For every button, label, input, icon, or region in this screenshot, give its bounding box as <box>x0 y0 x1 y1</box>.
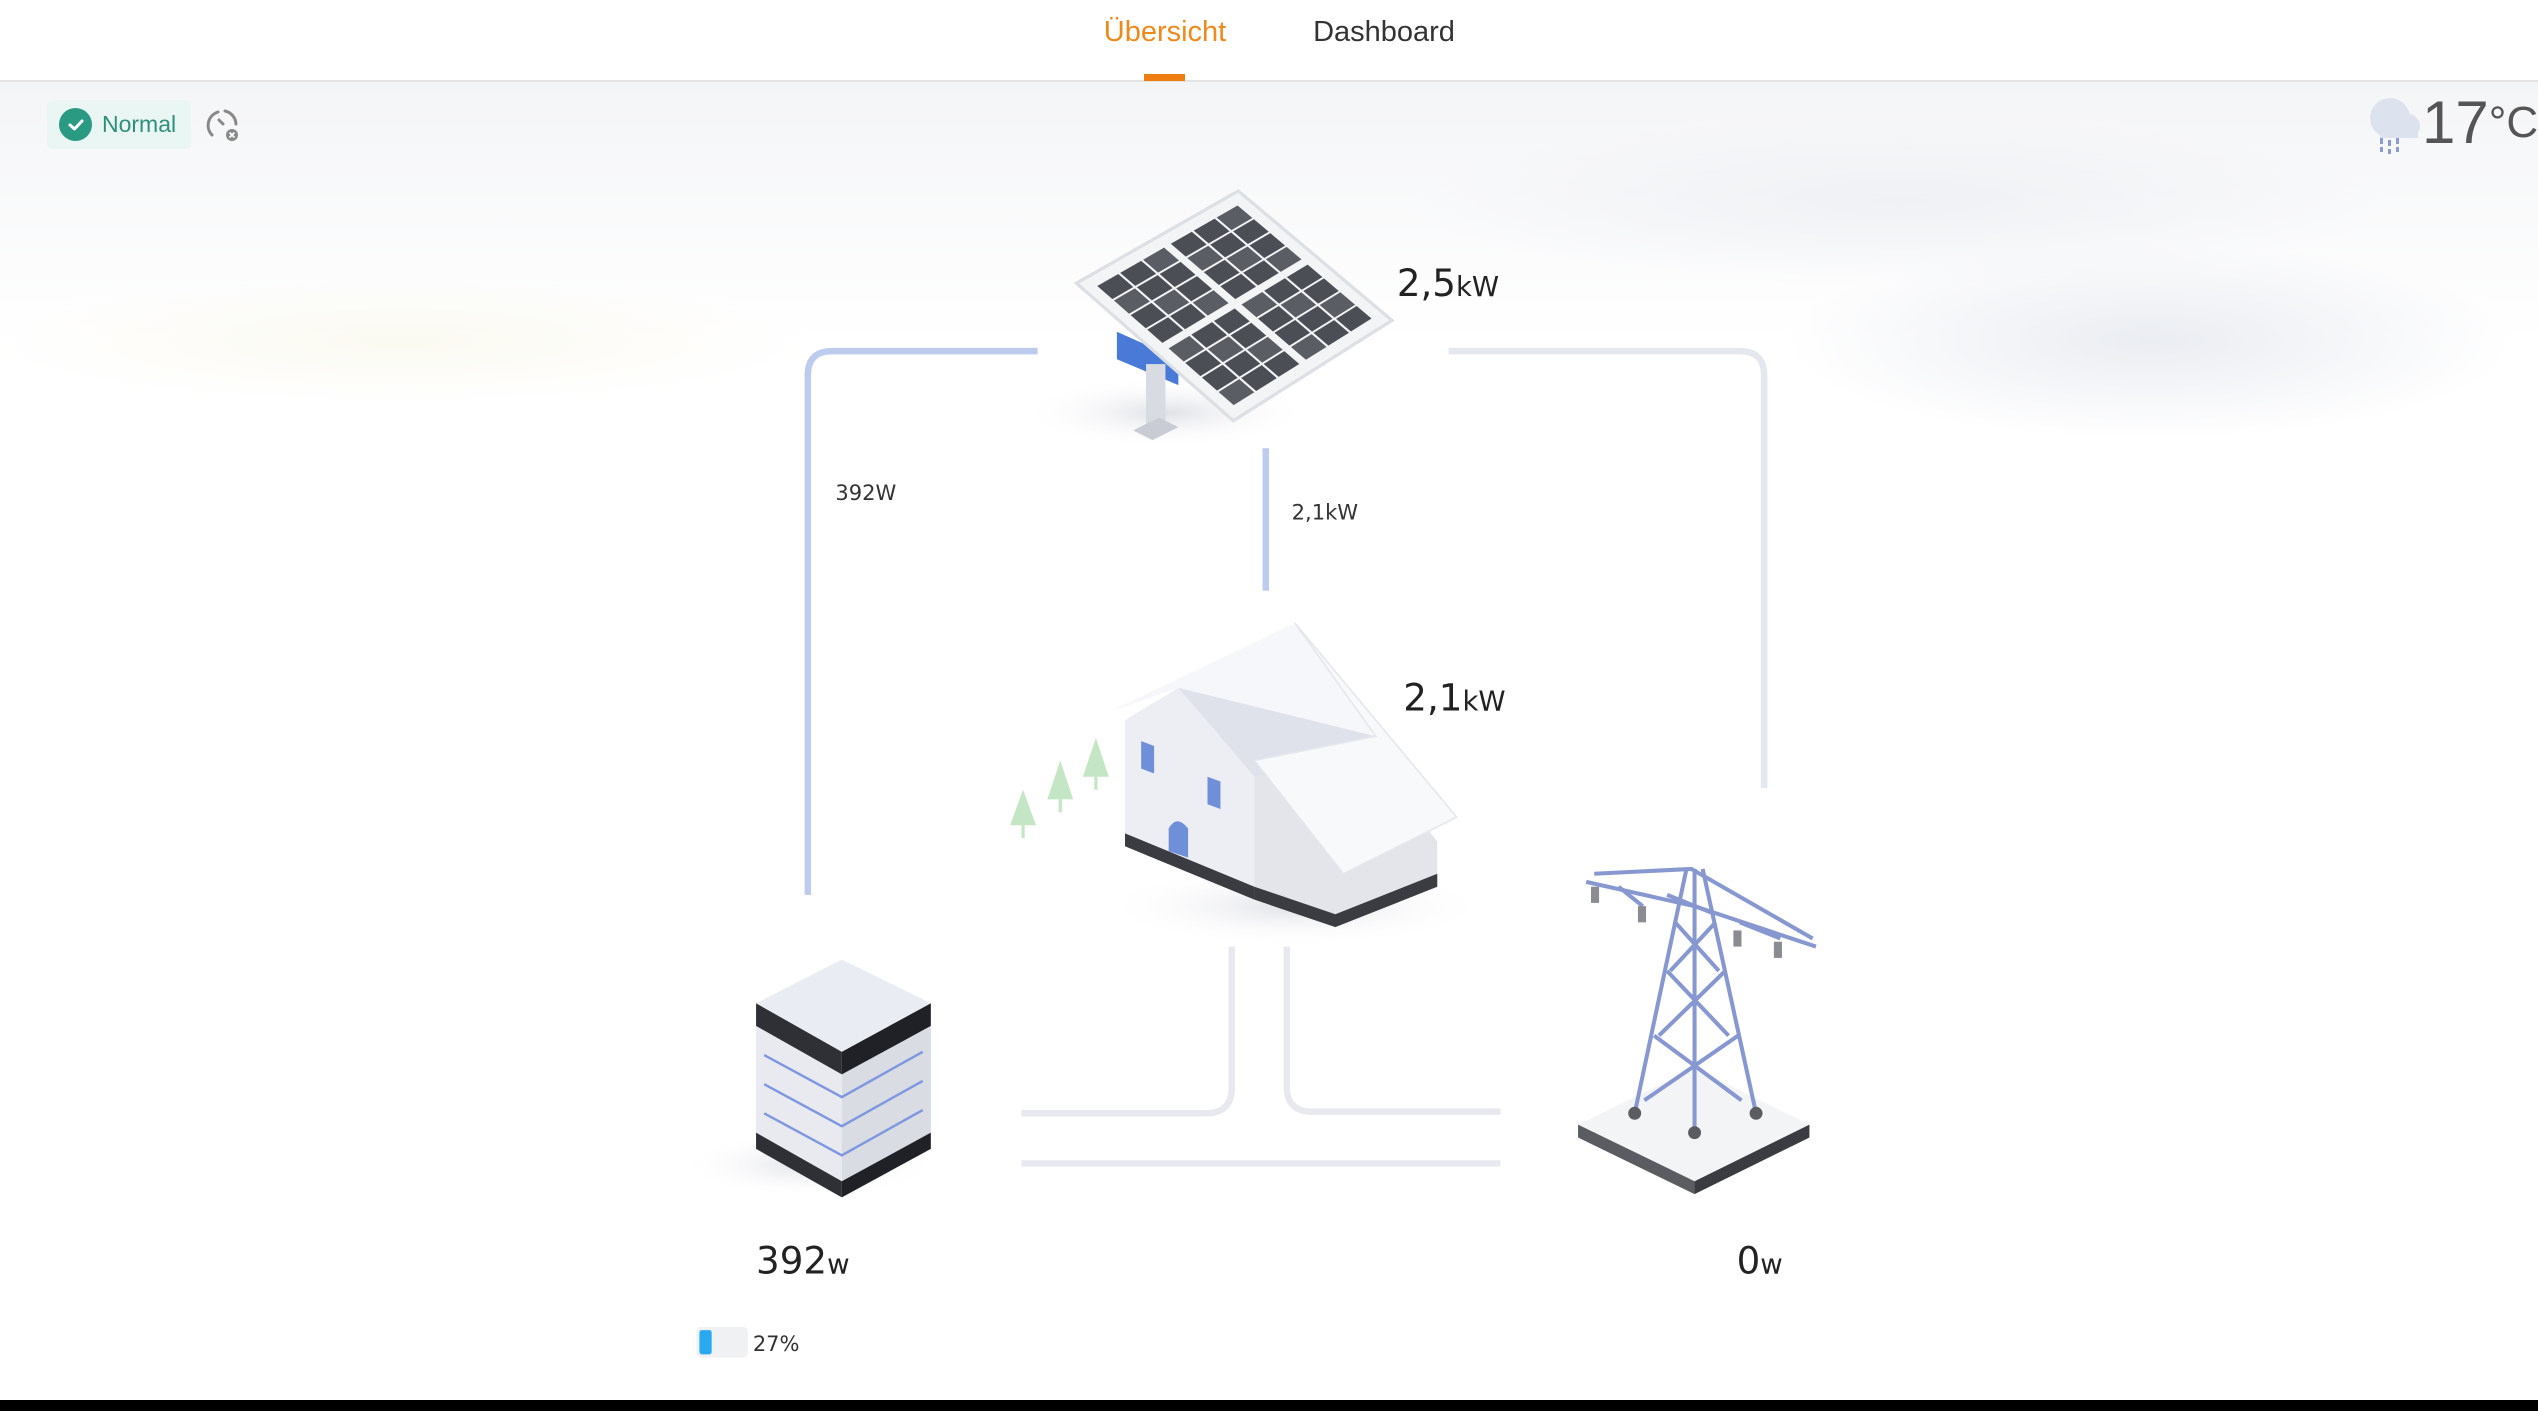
solar-cell <box>1113 288 1150 314</box>
solar-cell <box>1130 302 1167 329</box>
status-badge[interactable]: Normal <box>47 100 191 149</box>
solar-cell <box>1176 276 1213 302</box>
check-circle-icon <box>59 108 92 141</box>
status-label: Normal <box>102 111 177 137</box>
solar-cell <box>1187 245 1224 271</box>
solar-cell <box>1153 289 1190 315</box>
solar-cell <box>1224 350 1261 377</box>
flow-line-solar-grid <box>1448 347 1768 789</box>
solar-cell <box>1249 233 1286 258</box>
flow-line-solar-battery <box>804 347 1038 895</box>
solar-cell <box>1280 292 1317 318</box>
solar-cell <box>1226 246 1263 272</box>
solar-cell <box>1214 308 1250 334</box>
solar-cell <box>1218 379 1255 406</box>
solar-cell <box>1313 320 1350 346</box>
solar-cell <box>1290 334 1327 360</box>
solar-cell <box>1241 291 1278 318</box>
solar-power-value: 2,5kW <box>1397 261 1499 305</box>
solar-cell <box>1143 247 1180 273</box>
solar-cell <box>1159 261 1196 287</box>
grid-power-value: 0w <box>1737 1238 1783 1282</box>
solar-cell <box>1220 273 1257 300</box>
solar-cell <box>1203 259 1240 285</box>
solar-cell <box>1201 364 1238 391</box>
solar-cell <box>1263 351 1300 377</box>
solar-cell <box>1274 320 1311 346</box>
power-pylon-icon <box>1578 866 1817 1195</box>
solar-cell <box>1303 278 1339 304</box>
solar-cell <box>1136 275 1173 301</box>
sync-off-icon[interactable] <box>206 108 240 142</box>
solar-cell <box>1247 336 1283 363</box>
solar-cell <box>1191 322 1228 348</box>
solar-cell <box>1336 306 1372 332</box>
flow-line-house-battery <box>1021 946 1236 1117</box>
solar-cell <box>1264 278 1300 304</box>
rain-cloud-icon <box>2370 98 2420 154</box>
battery-soc-bar <box>696 1326 748 1358</box>
solar-cell <box>1147 317 1184 343</box>
solar-cell <box>1241 365 1277 392</box>
top-nav: Übersicht Dashboard <box>0 0 2538 82</box>
weather-widget <box>2360 90 2530 160</box>
solar-panel-icon <box>1019 188 1395 449</box>
tab-dashboard[interactable]: Dashboard <box>1313 16 1455 48</box>
solar-cell <box>1243 260 1279 286</box>
battery-icon <box>680 959 939 1198</box>
solar-cell <box>1185 350 1222 377</box>
solar-cell <box>1120 260 1157 286</box>
solar-cell <box>1257 305 1294 332</box>
solar-cell <box>1210 232 1246 258</box>
house-icon <box>1010 622 1490 947</box>
solar-cell <box>1170 303 1206 330</box>
flow-line-house-grid <box>1283 946 1501 1115</box>
solar-cell <box>1192 290 1229 316</box>
active-tab-indicator <box>1144 74 1185 81</box>
flow-label-solar-battery: 392W <box>835 480 896 505</box>
solar-cell <box>1286 264 1323 290</box>
house-power-value: 2,1kW <box>1403 675 1505 719</box>
solar-cell <box>1297 306 1333 332</box>
battery-power-value: 392w <box>756 1238 850 1282</box>
temperature: 17°C <box>2422 89 2538 156</box>
solar-cell <box>1230 322 1267 349</box>
solar-cell <box>1265 246 1302 272</box>
flow-label-solar-house: 2,1kW <box>1292 499 1359 524</box>
solar-cell <box>1097 273 1134 300</box>
solar-cell <box>1168 335 1205 362</box>
solar-cell <box>1216 205 1253 231</box>
bottom-bar <box>0 1400 2538 1411</box>
solar-cell <box>1319 292 1356 318</box>
solar-cell <box>1193 218 1230 244</box>
tab-uebersicht[interactable]: Übersicht <box>1103 16 1227 48</box>
battery-soc-label: 27% <box>753 1331 800 1356</box>
solar-cell <box>1170 231 1207 257</box>
solar-cell <box>1207 336 1244 363</box>
solar-cell <box>1233 219 1269 245</box>
